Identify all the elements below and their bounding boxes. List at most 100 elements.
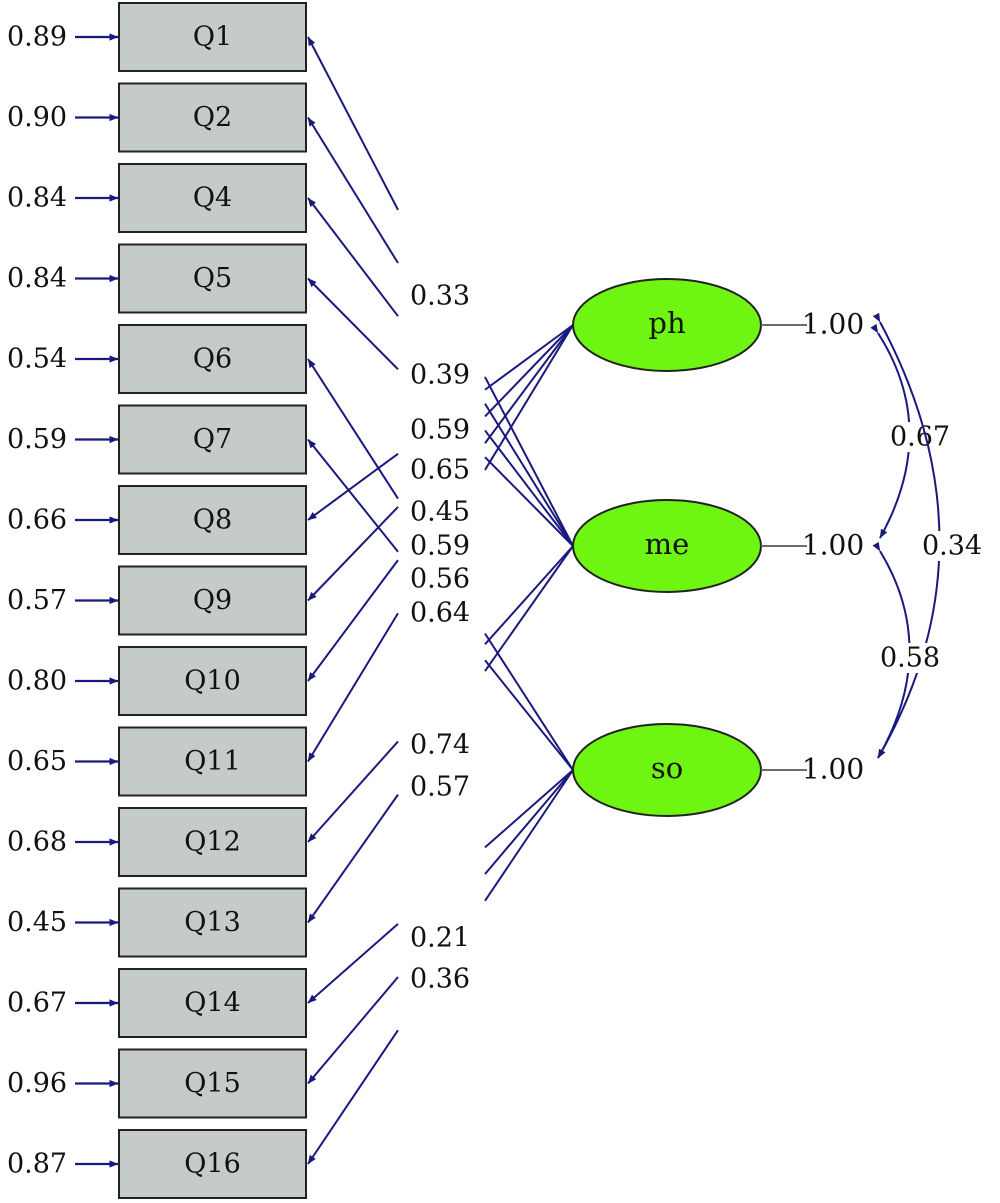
latent-variance-so: 1.00 [802, 753, 864, 786]
observed-label-q13: Q13 [184, 907, 241, 938]
observed-label-q6: Q6 [193, 344, 232, 375]
loading-segment-end [307, 923, 399, 1004]
loading-segment-end [307, 612, 399, 763]
observed-label-q2: Q2 [193, 102, 232, 133]
loading-segment-end [307, 794, 399, 924]
loading-segment-end [307, 277, 399, 371]
loading-arrow-me-q2 [307, 116, 574, 547]
latent-label-so: so [651, 751, 683, 785]
loading-value-label: 0.65 [410, 455, 470, 486]
observed-box-q16 [118, 1129, 307, 1199]
loading-arrow-so-q7 [307, 438, 574, 771]
correlation-label-bg [878, 643, 942, 673]
loading-value-label: 0.33 [410, 281, 470, 312]
loading-segment-start [484, 632, 574, 771]
correlation-label-bg [920, 531, 984, 561]
loading-arrow-ph-q10 [307, 324, 574, 682]
observed-box-q9 [118, 565, 307, 636]
loading-value-label: 0.45 [410, 497, 470, 528]
loading-segment-end [307, 197, 399, 317]
observed-variables: Q10.89Q20.90Q40.84Q50.84Q60.54Q70.59Q80.… [7, 2, 307, 1199]
observed-label-q5: Q5 [193, 263, 232, 294]
observed-label-q4: Q4 [193, 183, 232, 214]
loading-arrow-ph-q9 [307, 324, 574, 602]
loading-segment-end [307, 740, 399, 843]
loading-segment-start [484, 769, 574, 875]
observed-box-q4 [118, 163, 307, 233]
loading-segment-start [484, 324, 574, 471]
loading-arrow-me-q12 [307, 545, 574, 843]
latent-label-ph: ph [648, 306, 685, 340]
loading-segment-start [484, 545, 574, 672]
error-variance-q4: 0.84 [7, 183, 67, 214]
observed-box-q8 [118, 485, 307, 555]
loading-segment-end [307, 1029, 399, 1165]
loading-segment-end [307, 36, 399, 211]
correlation-value-ph-so: 0.34 [922, 531, 982, 562]
loading-arrow-ph-q8 [307, 324, 574, 521]
error-variance-q2: 0.90 [7, 102, 67, 133]
loading-value-label: 0.56 [410, 564, 470, 595]
loading-segment-start [484, 456, 574, 547]
loading-arrow-so-q6 [307, 358, 574, 771]
loading-arrow-so-q16 [307, 769, 574, 1165]
error-variance-q9: 0.57 [7, 585, 67, 616]
loading-arrow-so-q15 [307, 769, 574, 1085]
loading-value-label: 0.57 [410, 772, 470, 803]
error-variance-q7: 0.59 [7, 424, 67, 455]
observed-label-q9: Q9 [193, 585, 232, 616]
observed-label-q16: Q16 [184, 1149, 241, 1180]
loading-segment-end [307, 358, 399, 500]
observed-label-q8: Q8 [193, 505, 232, 536]
observed-box-q1 [118, 2, 307, 72]
loading-value-label: 0.74 [410, 730, 470, 761]
error-variance-q11: 0.65 [7, 746, 67, 777]
loading-segment-start [484, 324, 574, 391]
loading-value-label: 0.59 [410, 415, 470, 446]
error-variance-q12: 0.68 [7, 827, 67, 858]
loading-value-label: 0.39 [410, 360, 470, 391]
loading-segment-start [484, 659, 574, 771]
loading-arrow-me-q5 [307, 277, 574, 547]
loading-segment-start [484, 429, 574, 547]
factor-correlations: 0.67 0.34 0.58 [870, 312, 984, 759]
error-variance-q14: 0.67 [7, 988, 67, 1019]
observed-box-q7 [118, 404, 307, 475]
loading-arrow-me-q1 [307, 36, 574, 547]
correlation-value-me-so: 0.58 [880, 643, 940, 674]
loading-segment-start [484, 324, 574, 444]
loading-segment-end [307, 452, 399, 521]
error-variance-q10: 0.80 [7, 666, 67, 697]
observed-label-q14: Q14 [184, 988, 241, 1019]
observed-label-q11: Q11 [184, 746, 241, 777]
latent-variance-me: 1.00 [802, 529, 864, 562]
loading-segment-start [484, 403, 574, 547]
observed-box-q10 [118, 646, 307, 716]
loading-segment-start [484, 376, 574, 547]
loading-value-label: 0.36 [410, 964, 470, 995]
latent-label-me: me [645, 527, 690, 561]
loading-segment-end [307, 506, 399, 602]
loading-arrow-ph-q11 [307, 324, 574, 763]
loading-segment-end [307, 116, 399, 264]
observed-label-q1: Q1 [193, 22, 232, 53]
correlation-value-ph-me: 0.67 [890, 422, 950, 453]
error-variance-q16: 0.87 [7, 1149, 67, 1180]
observed-label-q7: Q7 [193, 424, 232, 455]
observed-label-q10: Q10 [184, 666, 241, 697]
loading-value-label: 0.21 [410, 923, 470, 954]
observed-box-q2 [118, 82, 307, 153]
observed-box-q13 [118, 887, 307, 958]
loading-arrow-me-q4 [307, 197, 574, 547]
error-variance-q13: 0.45 [7, 907, 67, 938]
observed-box-q15 [118, 1048, 307, 1119]
loading-segment-start [484, 545, 574, 645]
observed-box-q6 [118, 324, 307, 394]
observed-label-q15: Q15 [184, 1068, 241, 1099]
loading-value-label: 0.59 [410, 531, 470, 562]
loading-segment-start [484, 769, 574, 849]
observed-box-q14 [118, 968, 307, 1038]
loading-labels: 0.330.390.590.650.450.590.560.640.740.57… [410, 281, 470, 995]
